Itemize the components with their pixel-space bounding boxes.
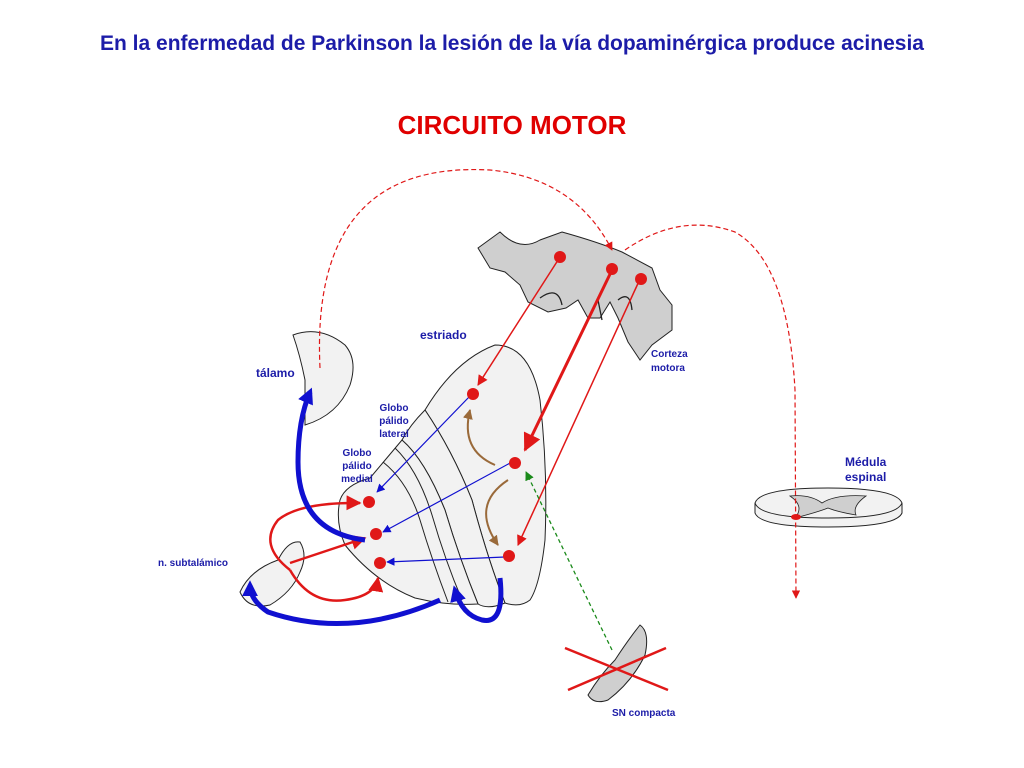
label-gpl-2: pálido <box>379 416 408 427</box>
subthalamic-gpm-arrow-3 <box>288 569 384 602</box>
globus-pallidus-medial <box>337 439 479 605</box>
neuron-dot <box>509 457 521 469</box>
substantia-nigra <box>587 624 648 703</box>
subthalamic-gpm-arrow <box>269 495 362 571</box>
subthalamic-gpm-arrow-2 <box>289 535 367 565</box>
striatal-internal-arrow-2 <box>485 479 509 546</box>
label-gpm-3: medial <box>341 474 373 485</box>
label-gpm-1: Globo <box>343 448 372 459</box>
cortex-striatum-arrow-1 <box>477 256 561 386</box>
diagram-title: CIRCUITO MOTOR <box>397 110 627 140</box>
label-gpl-3: lateral <box>379 429 409 440</box>
neuron-dot <box>374 557 386 569</box>
label-sn: SN compacta <box>612 708 676 719</box>
labels: estriado tálamo Corteza motora Globo pál… <box>158 328 887 719</box>
gpl-gpm-arrow <box>386 556 506 566</box>
subthalamic-nucleus <box>239 541 305 607</box>
label-gpl-1: Globo <box>380 403 409 414</box>
neuron-dots <box>363 251 801 569</box>
motor-cortex <box>477 231 673 361</box>
neuron-dot <box>635 273 647 285</box>
thalamus-cortex-arrow <box>318 168 613 369</box>
neuron-dot <box>554 251 566 263</box>
label-medula-2: espinal <box>845 470 886 484</box>
striatum-gpm-arrow <box>376 395 471 493</box>
cortex-striatum-arrow-2 <box>523 269 614 452</box>
dopamine-arrow <box>525 471 613 651</box>
gpm-thalamus-arrow <box>295 387 366 543</box>
striatal-internal-arrow-1 <box>462 409 496 466</box>
neuron-dot <box>467 388 479 400</box>
label-gpm-2: pálido <box>342 461 371 472</box>
label-corteza-2: motora <box>651 363 685 374</box>
gpl-subthalamic-arrow <box>242 580 442 627</box>
striatum-gpl-thick-arrow <box>450 577 504 623</box>
label-talamo: tálamo <box>256 366 295 380</box>
neuron-dot <box>791 514 801 520</box>
neuron-dot <box>370 528 382 540</box>
neuron-dot <box>503 550 515 562</box>
striatum-gpl-arrow <box>382 461 513 533</box>
neuron-dot <box>363 496 375 508</box>
label-subtalamico: n. subtalámico <box>158 558 228 569</box>
label-estriado: estriado <box>420 328 467 342</box>
label-corteza-1: Corteza <box>651 349 688 360</box>
lesion-cross <box>564 646 669 692</box>
spinal-cord <box>754 487 903 528</box>
cortex-striatum-arrow-3 <box>517 278 641 546</box>
label-medula-1: Médula <box>845 455 887 469</box>
cortex-spinal-arrow <box>624 224 801 599</box>
neuron-dot <box>606 263 618 275</box>
headline: En la enfermedad de Parkinson la lesión … <box>100 32 924 55</box>
